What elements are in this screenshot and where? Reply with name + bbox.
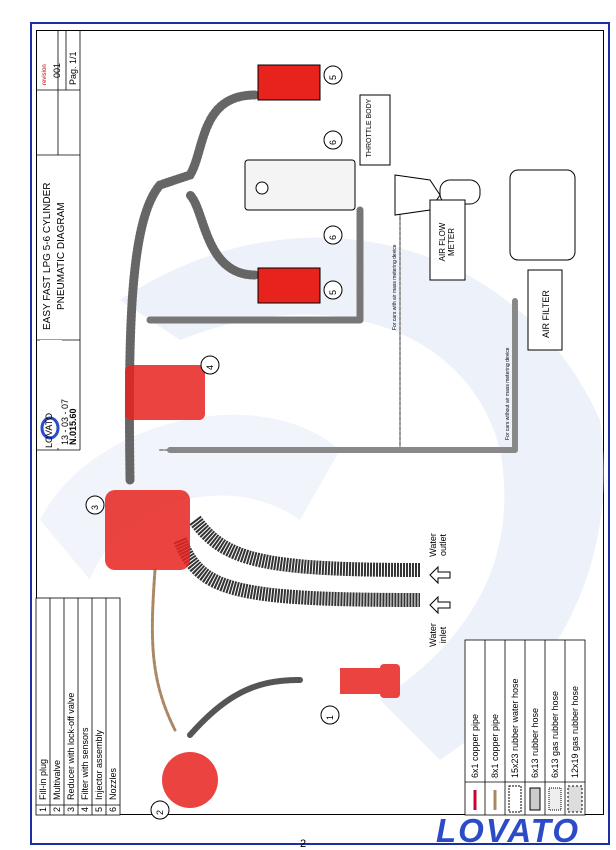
- revision-number: 001: [52, 62, 62, 78]
- air-flow-meter-label: AIR FLOW METER: [438, 222, 456, 262]
- reducer: [105, 490, 190, 570]
- throttle-body: [359, 94, 481, 216]
- filter-with-sensors: [125, 365, 205, 420]
- page-indicator: Pag. 1/1: [68, 51, 78, 85]
- hose-legend-1: 6x1 copper pipe: [470, 713, 480, 778]
- page-frame: [30, 22, 610, 845]
- drawing-border: [36, 30, 604, 815]
- parts-num-6: 6: [108, 806, 118, 812]
- callout-4: 4: [205, 364, 215, 370]
- note-without-meter: For cars without air mass metering devic…: [505, 347, 511, 440]
- hose-legend-3: 15x23 rubber water hose: [510, 678, 520, 778]
- parts-num-5: 5: [94, 806, 104, 812]
- page-number: 2: [300, 838, 307, 850]
- callout-6b: 6: [328, 234, 338, 240]
- callout-5a: 5: [328, 74, 338, 80]
- drawing-code: N.015.60: [68, 408, 78, 445]
- air-filter-label: AIR FILTER: [541, 290, 551, 338]
- parts-label-4: Filter with sensors: [80, 727, 90, 800]
- multivalve: [162, 752, 218, 808]
- water-outlet-label: Water outlet: [428, 533, 448, 557]
- callout-1: 1: [325, 714, 335, 720]
- parts-label-3: Reducer with lock-off valve: [66, 692, 76, 800]
- note-with-meter: For cars with air mass metering device: [392, 244, 398, 330]
- callout-circles: [85, 65, 343, 820]
- hose-legend-5: 6x13 gas rubber hose: [550, 690, 560, 778]
- brand-logo-mark: [40, 340, 62, 448]
- footer-brand-logo: LOVATO: [436, 812, 580, 849]
- brand-name: LOVATO: [44, 412, 54, 448]
- injector-rail: [244, 64, 356, 304]
- hose-legend-2: 8x1 copper pipe: [490, 713, 500, 778]
- parts-label-2: Multivalve: [52, 759, 62, 800]
- callout-3: 3: [90, 504, 100, 510]
- hose-legend-box: [464, 639, 586, 816]
- callout-6a: 6: [328, 139, 338, 145]
- throttle-body-label: THROTTLE BODY: [366, 98, 373, 158]
- hose-legend-6: 12x19 gas rubber hose: [570, 685, 580, 778]
- air-filter: [429, 169, 576, 351]
- callout-2: 2: [155, 809, 165, 815]
- parts-num-2: 2: [52, 806, 62, 812]
- hose-legend-4: 6x13 rubber hose: [530, 707, 540, 778]
- parts-label-6: Nozzles: [108, 767, 118, 800]
- drawing-subtitle: PNEUMATIC DIAGRAM: [56, 202, 67, 310]
- parts-list-box: [35, 597, 121, 816]
- water-inlet-label: Water inlet: [428, 623, 448, 647]
- hose-swatches: [473, 785, 583, 813]
- parts-label-1: Fill-in plug: [38, 758, 48, 800]
- water-hoses: [173, 515, 421, 607]
- parts-num-3: 3: [66, 806, 76, 812]
- parts-num-4: 4: [80, 806, 90, 812]
- revision-label: revision: [42, 64, 48, 85]
- callout-5b: 5: [328, 289, 338, 295]
- parts-label-5: Injector assembly: [94, 729, 104, 800]
- drawing-title: EASY FAST LPG 5-6 CYLINDER: [42, 182, 53, 330]
- fill-in-plug: [340, 664, 400, 698]
- parts-num-1: 1: [38, 806, 48, 812]
- water-arrows: [429, 565, 451, 615]
